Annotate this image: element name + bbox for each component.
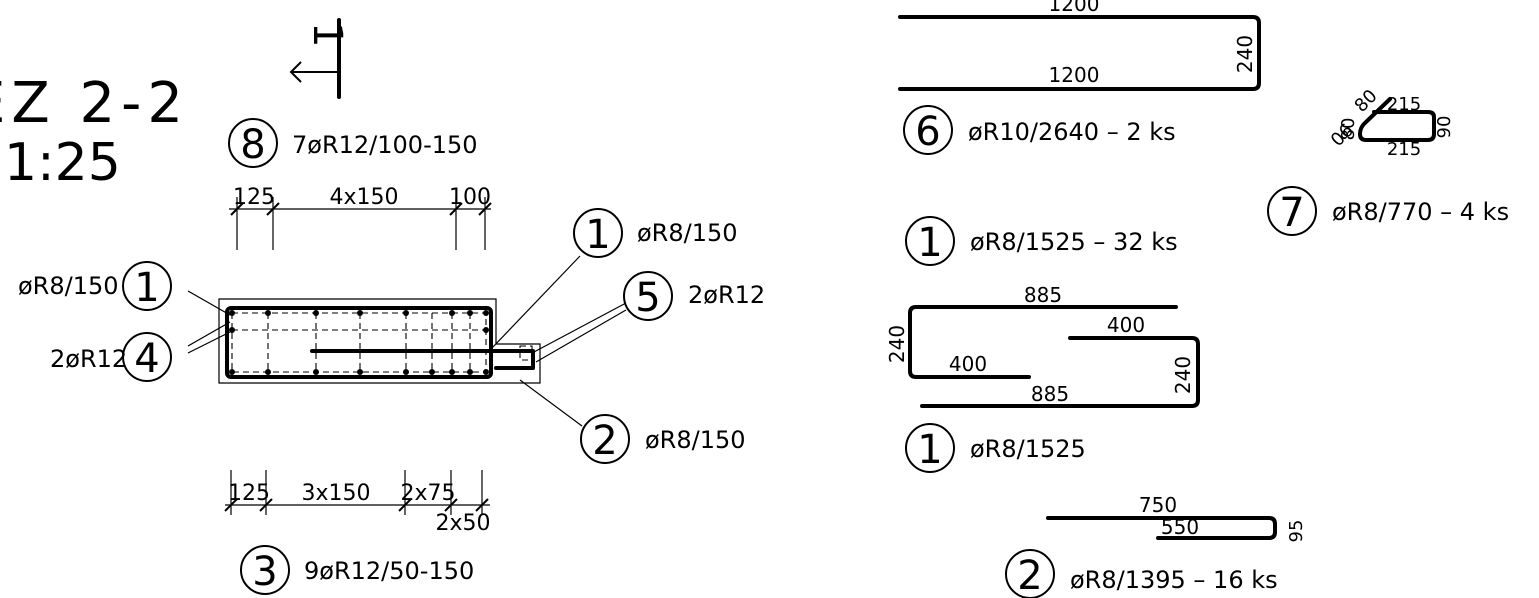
bar-7-dim-2: 215 (1387, 94, 1421, 115)
bar-1-dim-1: 885 (1024, 283, 1062, 307)
bottom-dim-4: 2x50 (435, 511, 490, 536)
top-dimension-line: 125 4x150 100 (229, 185, 492, 250)
cross-section: 8 7øR12/100-150 125 4x150 100 (18, 118, 765, 595)
bar-7-number: 7 (1279, 190, 1304, 236)
mark-number-3: 3 (252, 549, 277, 595)
bar-6-number: 6 (915, 109, 940, 155)
callout-circle-4 (122, 332, 172, 382)
bar-1-dim-4: 400 (949, 352, 987, 376)
callout-text-2: øR8/150 (645, 426, 746, 454)
rebar-dots (229, 310, 489, 375)
callout-text-5: 2øR12 (688, 281, 765, 309)
section-title: EZ 2-2 (0, 71, 189, 136)
top-dim-2: 4x150 (329, 185, 398, 210)
bar-7-dim-3: 90 (1434, 116, 1455, 139)
hairpin-bar-2 (310, 349, 535, 370)
bottom-dimension-line: 125 3x150 2x75 2x50 (224, 470, 491, 536)
callout-number-1-left: 1 (134, 265, 159, 311)
callout-number-1-right: 1 (585, 212, 610, 258)
bar-2-dim-2: 550 (1161, 515, 1199, 539)
mark-circle-8 (228, 118, 278, 168)
bar-1a-text: øR8/1525 – 32 ks (970, 228, 1178, 256)
bar-1a-circle (905, 216, 955, 266)
bar-7-shape: 80 215 90 80 90 215 (1325, 86, 1455, 160)
bottom-dim-3: 2x75 (400, 481, 455, 506)
section-cut-marker: 1 (289, 18, 350, 99)
bar-1b-text: øR8/1525 (970, 435, 1086, 463)
bar-1-dim-2: 400 (1107, 313, 1145, 337)
mark-circle-3 (240, 545, 290, 595)
callout-circle-1-right (573, 208, 623, 258)
top-dim-3: 100 (449, 185, 491, 210)
bar-1b-circle (905, 423, 955, 473)
concrete-outline (218, 298, 541, 384)
bar-2-dim-3: 95 (1286, 520, 1307, 543)
mark-number-8: 8 (240, 122, 265, 168)
bar-2-shape: 750 550 95 (1046, 493, 1307, 543)
bar-6-text: øR10/2640 – 2 ks (968, 118, 1176, 146)
bar-1-dim-5: 240 (1171, 356, 1195, 394)
bar-7-text: øR8/770 – 4 ks (1332, 198, 1509, 226)
bar-2-text: øR8/1395 – 16 ks (1070, 566, 1278, 594)
bottom-dim-1: 125 (228, 481, 270, 506)
bar-7-circle (1267, 186, 1317, 236)
bar-2-number: 2 (1017, 553, 1042, 598)
bar-1-shape: 885 400 240 400 240 885 (885, 283, 1200, 408)
mark-text-8: 7øR12/100-150 (292, 131, 478, 159)
callout-number-5: 5 (635, 275, 660, 321)
callout-text-4: 2øR12 (50, 345, 127, 373)
bar-7-dim-4: 80 (1338, 118, 1359, 141)
bar-6-dim-side: 240 (1233, 35, 1257, 73)
bar-1-dim-3: 240 (885, 325, 909, 363)
cut-marker-label: 1 (304, 22, 350, 47)
stirrup-1 (225, 306, 493, 379)
callout-circle-5 (623, 271, 673, 321)
bar-1a-number: 1 (917, 220, 942, 266)
callout-text-1-right: øR8/150 (637, 219, 738, 247)
bottom-dim-2: 3x150 (301, 481, 370, 506)
bar-6-circle (903, 105, 953, 155)
bar-1b-number: 1 (917, 427, 942, 473)
bar-1-dim-6: 885 (1031, 382, 1069, 406)
leader-lines (187, 255, 627, 427)
bar-2-circle (1005, 549, 1055, 598)
callout-circle-2 (580, 414, 630, 464)
stirrup-inner-dashed (231, 312, 487, 373)
bar-6-dim-bottom: 1200 (1049, 63, 1100, 87)
callout-number-2: 2 (592, 418, 617, 464)
callout-circle-1-left (122, 261, 172, 311)
top-dim-1: 125 (233, 185, 275, 210)
callout-text-1-left: øR8/150 (18, 272, 119, 300)
section-scale: 1:25 (4, 133, 121, 193)
callout-number-4: 4 (134, 336, 159, 382)
dashed-verticals (267, 313, 471, 372)
bar-6-dim-top: 1200 (1049, 0, 1100, 16)
bar-7-dim-6: 215 (1387, 139, 1421, 160)
bar-schedule: 1200 1200 240 6 øR10/2640 – 2 ks 80 215 … (885, 0, 1509, 598)
bar-2-dim-1: 750 (1139, 493, 1177, 517)
bar-6-shape: 1200 1200 240 (898, 0, 1261, 91)
mark-text-3: 9øR12/50-150 (304, 557, 474, 585)
